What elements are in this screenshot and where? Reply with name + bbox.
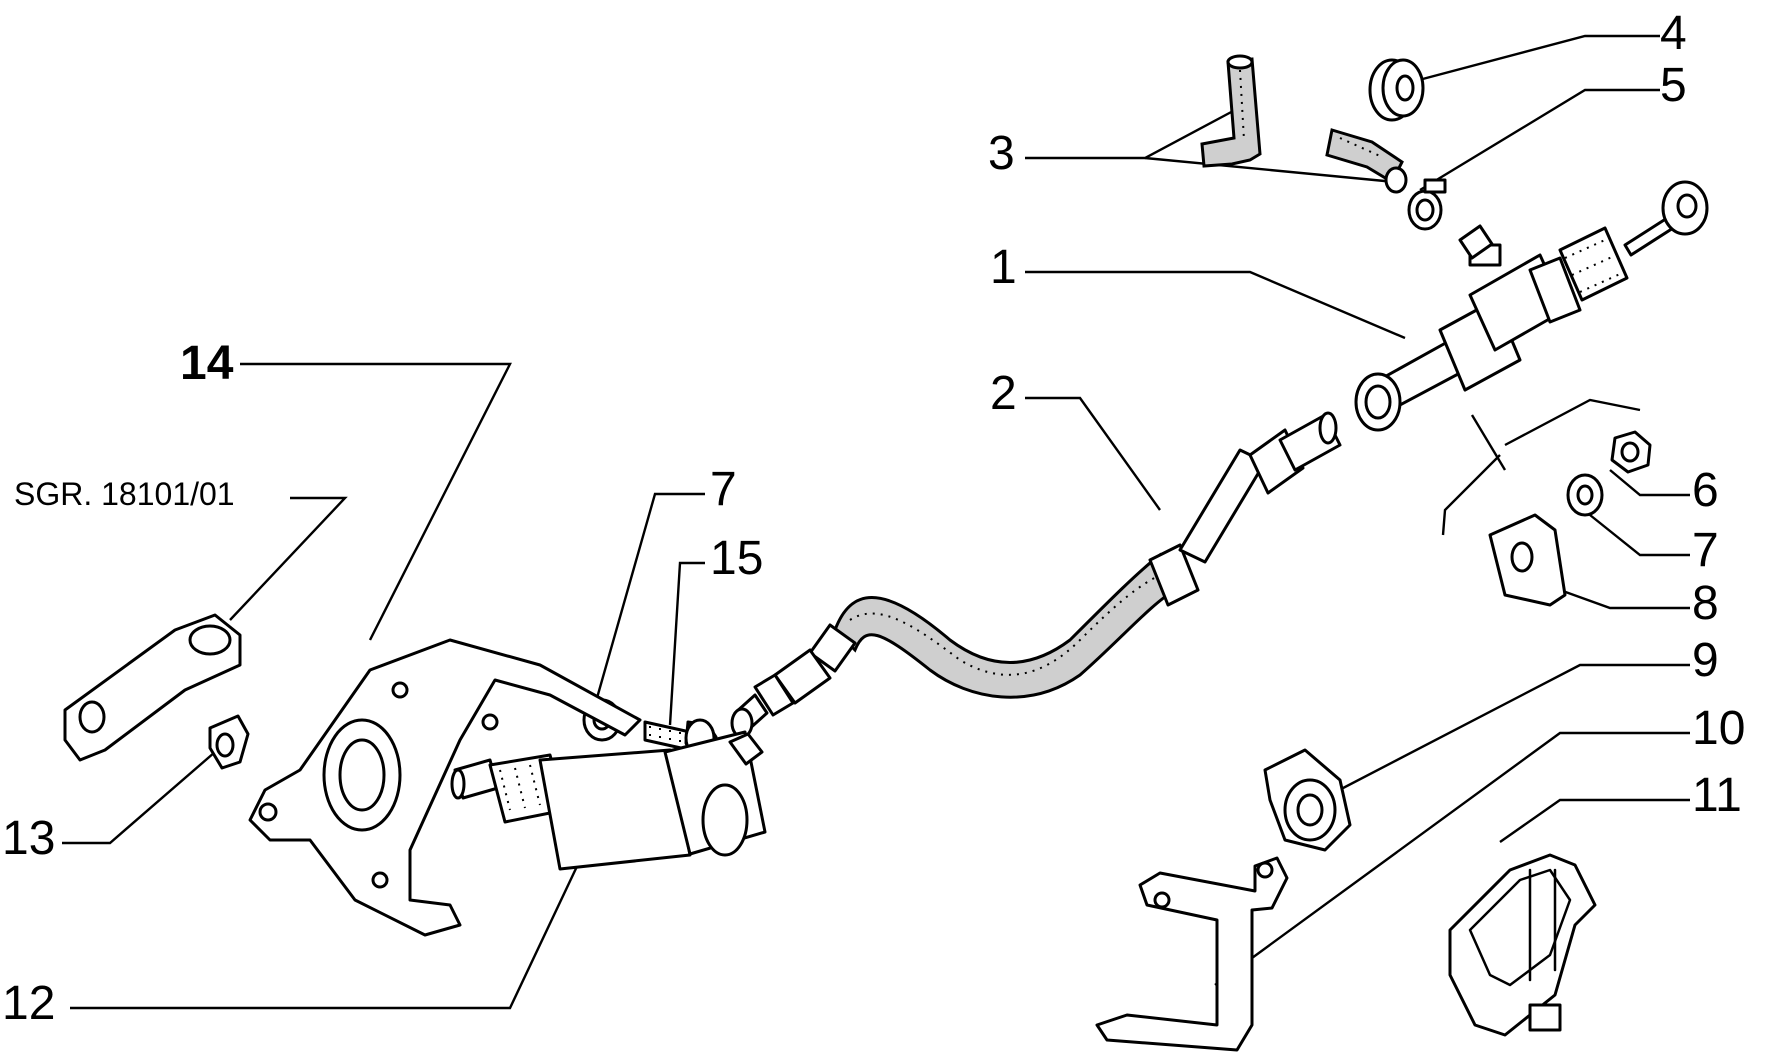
callout-7-left: 7 (710, 463, 737, 516)
leader-12 (70, 859, 582, 1010)
part-12-slave-cylinder (450, 730, 767, 871)
part-13-clip (208, 714, 250, 770)
leader-15 (668, 561, 705, 726)
part-9-hose-clip (1263, 748, 1352, 852)
leader-7r (1589, 514, 1690, 557)
callout-11: 11 (1692, 769, 1742, 822)
leader-6 (1609, 469, 1690, 497)
callout-1: 1 (990, 241, 1017, 294)
callout-6: 6 (1692, 464, 1719, 517)
callout-12: 12 (2, 977, 56, 1030)
leader-sgr (229, 496, 348, 621)
part-7-washer-right (1566, 473, 1604, 517)
leader-5 (1419, 88, 1660, 192)
callout-14: 14 (180, 337, 234, 390)
leader-lines (62, 34, 1690, 1010)
leader-4 (1399, 34, 1660, 87)
leader-11 (1499, 798, 1690, 843)
leader-7l (593, 492, 705, 706)
part-2-hose (730, 411, 1342, 739)
leader-13 (62, 751, 216, 845)
part-1-master-cylinder (1354, 180, 1709, 432)
callout-13: 13 (2, 812, 56, 865)
callout-9: 9 (1692, 634, 1719, 687)
leader-14 (240, 362, 512, 641)
callout-4: 4 (1660, 7, 1687, 60)
part-6-nut (1610, 430, 1652, 474)
part-10-support (1095, 856, 1289, 1052)
callout-7-right: 7 (1692, 524, 1719, 577)
callout-5: 5 (1660, 59, 1687, 112)
part-11-clip-cage (1448, 853, 1597, 1037)
part-5-clamp (1407, 178, 1447, 231)
callout-3: 3 (988, 127, 1015, 180)
leader-3b (1144, 156, 1396, 184)
leader-1 (1025, 270, 1406, 340)
callout-15: 15 (710, 532, 764, 585)
part-14-bracket-plate (248, 638, 642, 937)
sgr-lever (63, 613, 242, 762)
callout-10: 10 (1692, 702, 1746, 755)
callout-2: 2 (990, 367, 1017, 420)
callout-8: 8 (1692, 577, 1719, 630)
part-4-grommet (1368, 58, 1425, 122)
reference-label: SGR. 18101/01 (14, 476, 235, 512)
leader-2 (1025, 396, 1161, 511)
part-8-bracket (1488, 513, 1567, 607)
leader-8 (1559, 588, 1690, 610)
leader-10 (1214, 731, 1690, 986)
part-3-hoses (1200, 54, 1408, 194)
leader-9 (1319, 663, 1690, 802)
